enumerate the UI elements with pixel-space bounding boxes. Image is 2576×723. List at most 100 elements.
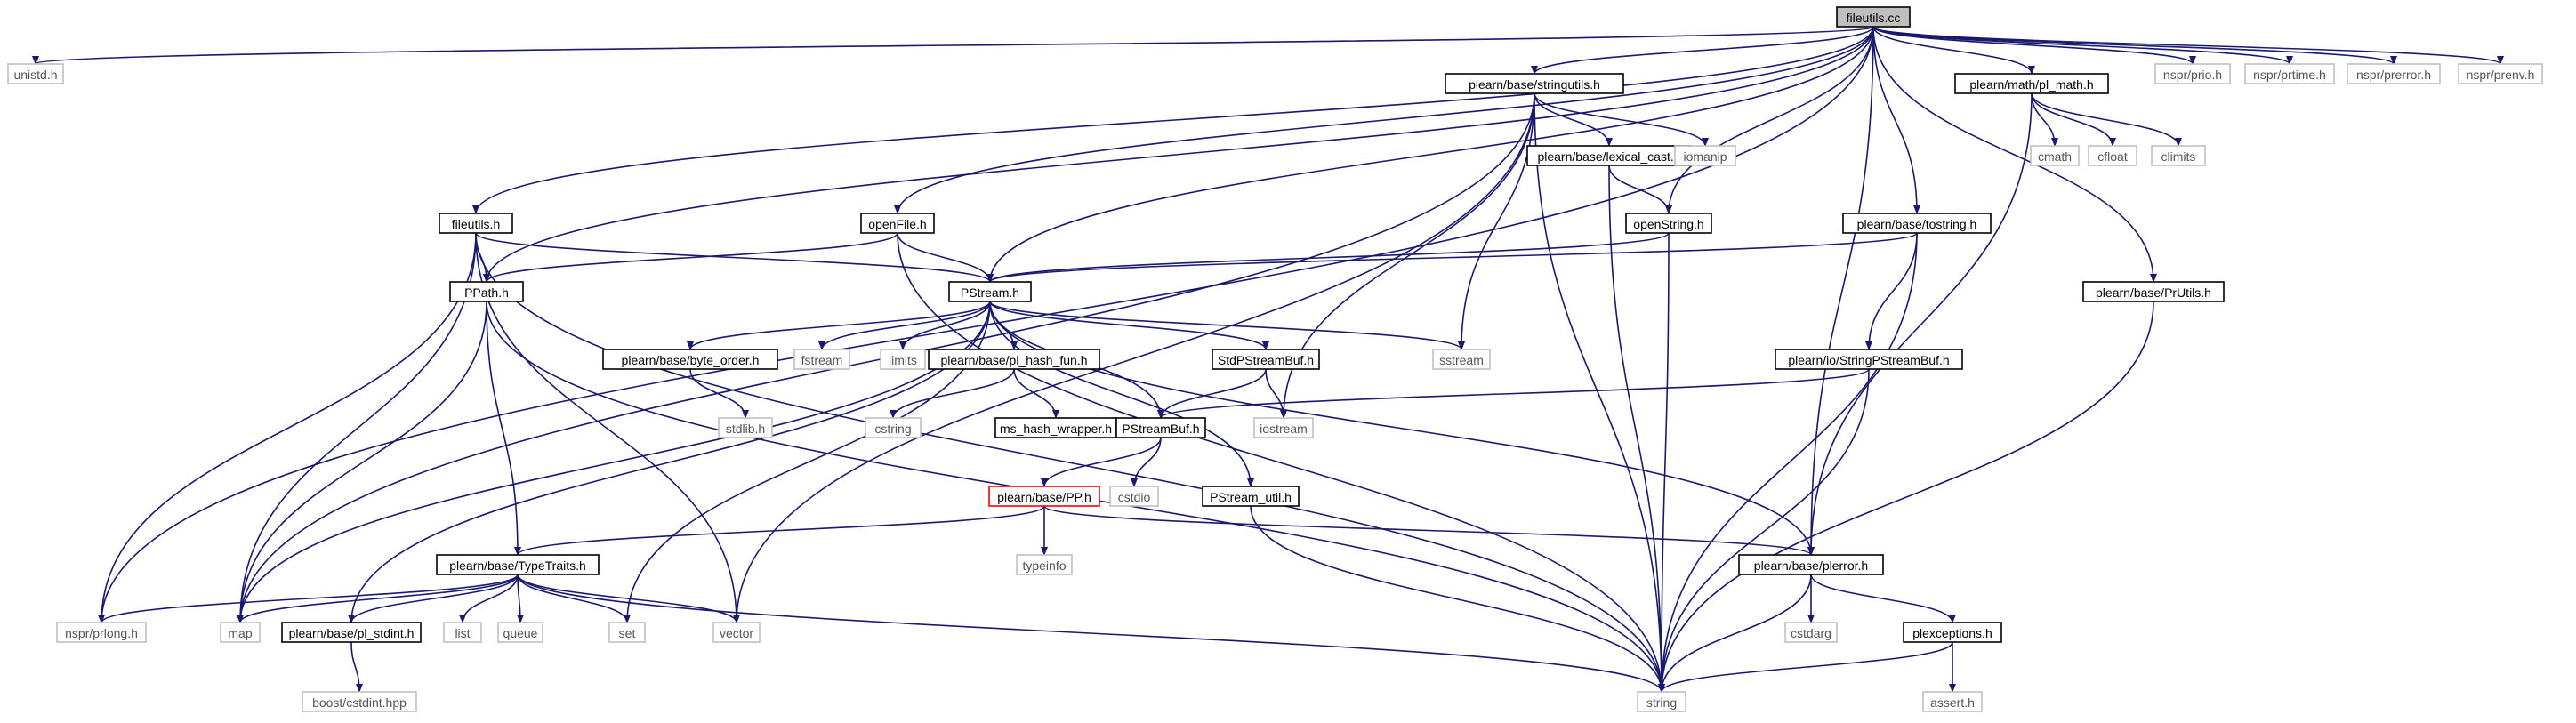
node-stringutils_h[interactable]: plearn/base/stringutils.h (1445, 73, 1624, 94)
node-limits: limits (880, 349, 926, 370)
edge-stringutils_h-to-iomanip (1534, 92, 1709, 147)
edge-PStream_h-to-fstream (818, 301, 991, 350)
edge-fileutils_cc-to-PPath_h (483, 26, 1874, 283)
edge-PrUtils_h-to-string (1658, 301, 2154, 693)
node-typeinfo: typeinfo (1016, 554, 1073, 575)
node-nspr_prerror_h: nspr/prerror.h (2347, 63, 2441, 84)
edge-fileutils_cc-to-fileutils_h (472, 26, 1874, 214)
node-box (2458, 63, 2543, 84)
node-StdPStreamBuf_h[interactable]: StdPStreamBuf.h (1212, 349, 1320, 370)
edge-stringutils_h-to-lexical_cast_h (1534, 92, 1613, 147)
node-lexical_cast_h[interactable]: plearn/base/lexical_cast.h (1526, 145, 1692, 166)
node-PStreamBuf_h[interactable]: PStreamBuf.h (1115, 417, 1206, 438)
edge-TypeTraits_h-to-pl_stdint_h (348, 574, 519, 623)
node-fileutils_h[interactable]: fileutils.h (439, 213, 513, 234)
edge-PStream_util_h-to-string (1250, 505, 1665, 693)
node-StringPStreamBuf_h[interactable]: plearn/io/StringPStreamBuf.h (1775, 349, 1963, 370)
node-plerror_h[interactable]: plearn/base/plerror.h (1738, 554, 1884, 575)
node-label: plearn/base/lexical_cast.h (1537, 149, 1680, 164)
edge-stringutils_h-to-sstream (1458, 92, 1535, 350)
edge-fileutils_cc-to-plerror_h (1807, 26, 1874, 556)
edge-TypeTraits_h-to-set (517, 574, 631, 623)
node-label: nspr/prtime.h (2253, 68, 2326, 82)
edge-PStream_h-to-limits (899, 301, 991, 350)
node-box (988, 486, 1100, 507)
edge-byte_order_h-to-stdlib_h (689, 368, 749, 419)
node-label: fileutils.h (452, 217, 500, 231)
node-label: sstream (1439, 353, 1484, 367)
node-fileutils_cc[interactable]: fileutils.cc (1836, 6, 1911, 28)
node-label: assert.h (1930, 695, 1975, 710)
node-nspr_prenv_h: nspr/prenv.h (2458, 63, 2543, 84)
edge-fileutils_cc-to-nspr_prio_h (1872, 26, 2196, 65)
node-box (7, 63, 64, 84)
node-box (439, 213, 513, 234)
node-label: plearn/base/TypeTraits.h (449, 558, 586, 573)
node-nspr_prtime_h: nspr/prtime.h (2244, 63, 2335, 84)
node-ms_hash_wrapper_h[interactable]: ms_hash_wrapper.h (994, 417, 1117, 438)
edge-StringPStreamBuf_h-to-PStreamBuf_h (1157, 368, 1870, 419)
node-openString_h[interactable]: openString.h (1625, 213, 1712, 234)
node-label: ms_hash_wrapper.h (1000, 422, 1112, 436)
node-box (880, 349, 926, 370)
edge-lexical_cast_h-to-openString_h (1608, 165, 1672, 214)
node-box (1445, 73, 1624, 94)
node-pl_math_h[interactable]: plearn/math/pl_math.h (1954, 73, 2109, 94)
node-PPath_h[interactable]: PPath.h (449, 281, 524, 302)
edge-TypeTraits_h-to-map (237, 574, 519, 623)
node-box (220, 622, 261, 643)
node-label: iomanip (1683, 149, 1727, 164)
edge-fileutils_cc-to-tostring_h (1872, 26, 1920, 214)
node-label: PStreamBuf.h (1122, 422, 1199, 436)
node-label: nspr/prenv.h (2467, 68, 2535, 82)
node-label: iostream (1260, 422, 1308, 436)
node-label: typeinfo (1022, 558, 1066, 573)
edge-fileutils_h-to-map (237, 232, 477, 623)
node-label: fileutils.cc (1847, 11, 1901, 25)
node-box (1109, 486, 1159, 507)
node-label: cstdio (1118, 490, 1151, 504)
node-nspr_prio_h: nspr/prio.h (2154, 63, 2231, 84)
edge-openFile_h-to-string (897, 232, 1665, 693)
node-label: set (619, 626, 636, 640)
node-PStream_util_h[interactable]: PStream_util.h (1202, 486, 1300, 507)
node-byte_order_h[interactable]: plearn/base/byte_order.h (602, 349, 778, 370)
edge-PPath_h-to-map (237, 301, 487, 623)
edge-fileutils_cc-to-openFile_h (894, 26, 1874, 214)
edge-PPath_h-to-TypeTraits_h (486, 301, 521, 556)
edge-StdPStreamBuf_h-to-iostream (1265, 368, 1287, 419)
edge-pl_stdint_h-to-boost_cstdint_hpp (350, 641, 363, 693)
node-box (1432, 349, 1491, 370)
node-plexceptions_h[interactable]: plexceptions.h (1903, 622, 2002, 643)
edge-pl_math_h-to-plerror_h (1807, 92, 2033, 556)
node-label: queue (503, 626, 538, 640)
node-label: vector (720, 626, 753, 640)
node-box (1836, 6, 1911, 28)
node-box (1016, 554, 1073, 575)
edge-pl_hash_fun_h-to-ms_hash_wrapper_h (1013, 368, 1059, 419)
node-box (1674, 145, 1736, 166)
edge-TypeTraits_h-to-list (459, 574, 519, 623)
node-tostring_h[interactable]: plearn/base/tostring.h (1842, 213, 1992, 234)
edge-fileutils_cc-to-PStream_h (986, 26, 1874, 283)
node-list: list (443, 622, 482, 643)
node-label: nspr/prio.h (2163, 68, 2222, 82)
node-label: cstring (874, 422, 911, 436)
node-PStream_h[interactable]: PStream.h (948, 281, 1032, 302)
node-pl_stdint_h[interactable]: plearn/base/pl_stdint.h (281, 622, 422, 643)
node-box (281, 622, 422, 643)
node-label: stdlib.h (726, 422, 765, 436)
node-PrUtils_h[interactable]: plearn/base/PrUtils.h (2082, 281, 2225, 302)
edge-fileutils_cc-to-nspr_prenv_h (1872, 26, 2504, 65)
node-openFile_h[interactable]: openFile.h (860, 213, 935, 234)
node-label: cfloat (2097, 149, 2128, 164)
edge-plerror_h-to-plexceptions_h (1810, 574, 1956, 623)
edge-TypeTraits_h-to-queue (516, 574, 524, 623)
node-assert_h: assert.h (1922, 691, 1983, 712)
node-PP_h[interactable]: plearn/base/PP.h (988, 486, 1100, 507)
node-box (1625, 213, 1712, 234)
edge-pl_math_h-to-cmath (2031, 92, 2058, 147)
node-TypeTraits_h[interactable]: plearn/base/TypeTraits.h (436, 554, 600, 575)
node-box (1253, 417, 1314, 438)
node-pl_hash_fun_h[interactable]: plearn/base/pl_hash_fun.h (928, 349, 1100, 370)
